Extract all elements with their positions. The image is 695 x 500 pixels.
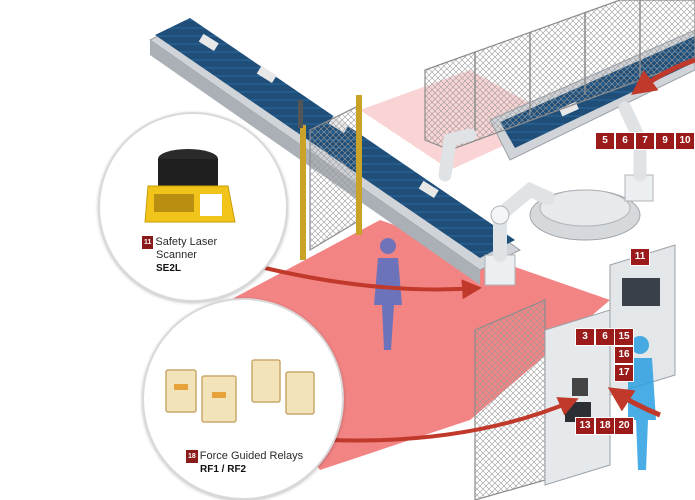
- badge: 17: [614, 364, 634, 382]
- callout-model: SE2L: [156, 263, 182, 274]
- conveyor-part: [559, 101, 579, 117]
- callout-arrow: [264, 266, 482, 300]
- conveyor-part: [256, 65, 277, 84]
- callout-label-line: Scanner: [156, 249, 197, 261]
- badge: 20: [614, 417, 634, 435]
- callout-model: RF1 / RF2: [200, 464, 247, 475]
- badge: 9: [655, 132, 675, 150]
- callout-number: 18: [186, 450, 198, 463]
- badge: 16: [614, 346, 634, 364]
- robot-arm: [618, 101, 654, 202]
- badge: 6: [595, 328, 615, 346]
- person-silhouette: [374, 238, 402, 350]
- badge: 18: [595, 417, 615, 435]
- badge: 6: [615, 132, 635, 150]
- callout-label-line: Safety Laser: [155, 236, 218, 248]
- badge: 15: [614, 328, 634, 346]
- safety-fence-front: [474, 299, 546, 500]
- laser-scanner-icon: [144, 149, 236, 223]
- robot-arm: [484, 181, 555, 286]
- callout-arrow: [630, 57, 695, 95]
- callout-label-line: Force Guided Relays: [199, 450, 304, 462]
- conveyor-part: [198, 33, 219, 52]
- badge: 10: [675, 132, 695, 150]
- badge: 13: [575, 417, 595, 435]
- callout-arrow: [607, 387, 661, 418]
- badge: 5: [595, 132, 615, 150]
- scanner-post: [300, 125, 306, 260]
- signal-tower: [298, 100, 303, 128]
- conveyor-part: [418, 180, 439, 199]
- robot-arm: [438, 128, 477, 182]
- relay-icon: [165, 359, 315, 423]
- safety-fence-back: [424, 0, 695, 151]
- badge: 7: [635, 132, 655, 150]
- badge: 3: [575, 328, 595, 346]
- callout-arrow: [329, 397, 579, 443]
- callout-number: 11: [142, 236, 154, 249]
- scanner-post: [356, 95, 362, 235]
- safety-fence-left: [309, 104, 361, 252]
- person-silhouette: [628, 336, 656, 470]
- control-panel-switch: [572, 378, 588, 396]
- badge: 11: [630, 248, 650, 266]
- machine-screen: [622, 278, 660, 306]
